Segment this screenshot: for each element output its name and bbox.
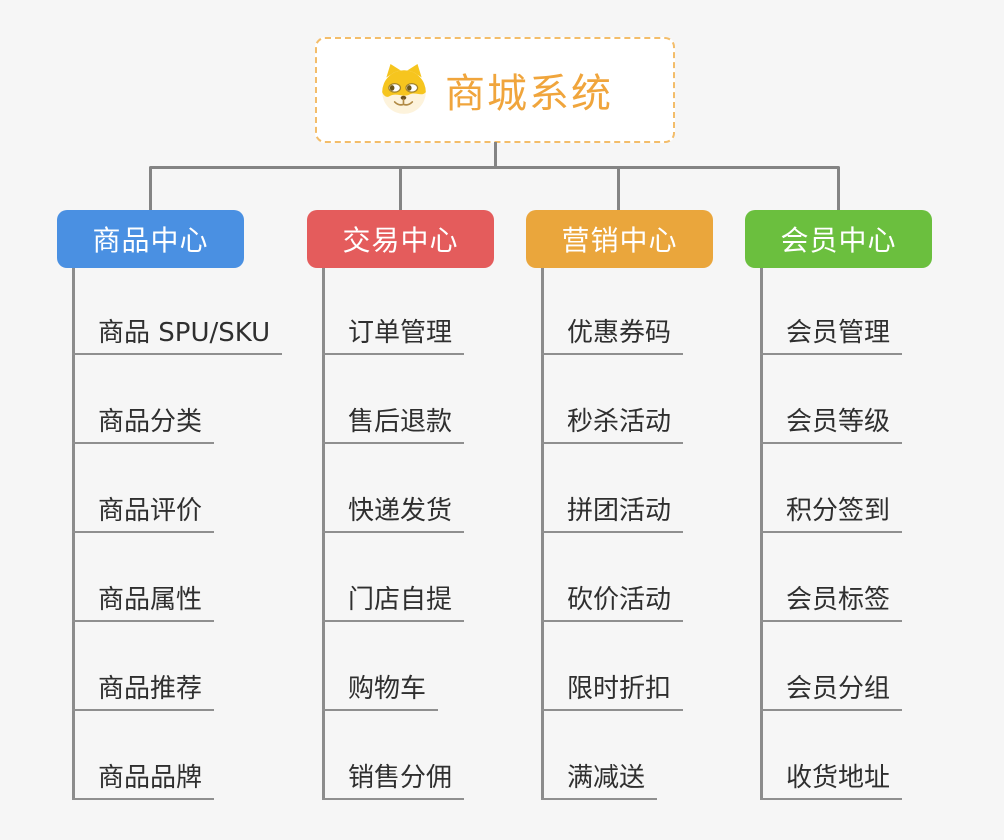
child-topic[interactable]: 商品推荐 xyxy=(72,667,215,711)
child-topic[interactable]: 秒杀活动 xyxy=(541,400,684,444)
child-topic[interactable]: 商品 SPU/SKU xyxy=(72,311,283,355)
child-topic[interactable]: 会员分组 xyxy=(760,667,903,711)
child-topic[interactable]: 购物车 xyxy=(322,667,439,711)
child-topic[interactable]: 满减送 xyxy=(541,756,658,800)
child-topic[interactable]: 砍价活动 xyxy=(541,578,684,622)
root-title: 商城系统 xyxy=(445,71,613,117)
child-topic[interactable]: 优惠券码 xyxy=(541,311,684,355)
connector-drop-product xyxy=(148,167,152,211)
child-topic[interactable]: 会员标签 xyxy=(760,578,903,622)
child-topic[interactable]: 商品分类 xyxy=(72,400,215,444)
root-topic[interactable]: 商城系统 xyxy=(315,37,675,143)
branch-node-marketing[interactable]: 营销中心 xyxy=(526,210,713,268)
child-topic[interactable]: 会员管理 xyxy=(760,311,903,355)
branch-stem-line xyxy=(760,268,763,800)
connector-drop-member xyxy=(836,167,840,211)
child-topic[interactable]: 拼团活动 xyxy=(541,489,684,533)
connector-drop-marketing xyxy=(616,167,620,211)
branch-marketing-center: 营销中心 优惠券码 秒杀活动 拼团活动 砍价活动 限时折扣 满减送 xyxy=(526,210,776,810)
child-topic[interactable]: 会员等级 xyxy=(760,400,903,444)
branch-member-center: 会员中心 会员管理 会员等级 积分签到 会员标签 会员分组 收货地址 xyxy=(745,210,995,810)
branch-node-trade[interactable]: 交易中心 xyxy=(307,210,494,268)
connector-root-drop xyxy=(493,142,497,168)
branch-stem-line xyxy=(541,268,544,800)
child-topic[interactable]: 销售分佣 xyxy=(322,756,465,800)
child-topic[interactable]: 快递发货 xyxy=(322,489,465,533)
child-topic[interactable]: 门店自提 xyxy=(322,578,465,622)
child-topic[interactable]: 收货地址 xyxy=(760,756,903,800)
child-topic[interactable]: 售后退款 xyxy=(322,400,465,444)
doge-icon xyxy=(382,64,426,114)
branch-stem-line xyxy=(72,268,75,800)
connector-drop-trade xyxy=(398,167,402,211)
connector-horizontal-bar xyxy=(148,166,840,169)
branch-node-member[interactable]: 会员中心 xyxy=(745,210,932,268)
branch-trade-center: 交易中心 订单管理 售后退款 快递发货 门店自提 购物车 销售分佣 xyxy=(307,210,557,810)
child-topic[interactable]: 商品品牌 xyxy=(72,756,215,800)
child-topic[interactable]: 限时折扣 xyxy=(541,667,684,711)
child-topic[interactable]: 商品属性 xyxy=(72,578,215,622)
child-topic[interactable]: 订单管理 xyxy=(322,311,465,355)
branch-stem-line xyxy=(322,268,325,800)
child-topic[interactable]: 积分签到 xyxy=(760,489,903,533)
child-topic[interactable]: 商品评价 xyxy=(72,489,215,533)
branch-product-center: 商品中心 商品 SPU/SKU 商品分类 商品评价 商品属性 商品推荐 商品品牌 xyxy=(57,210,307,810)
branch-node-product[interactable]: 商品中心 xyxy=(57,210,244,268)
